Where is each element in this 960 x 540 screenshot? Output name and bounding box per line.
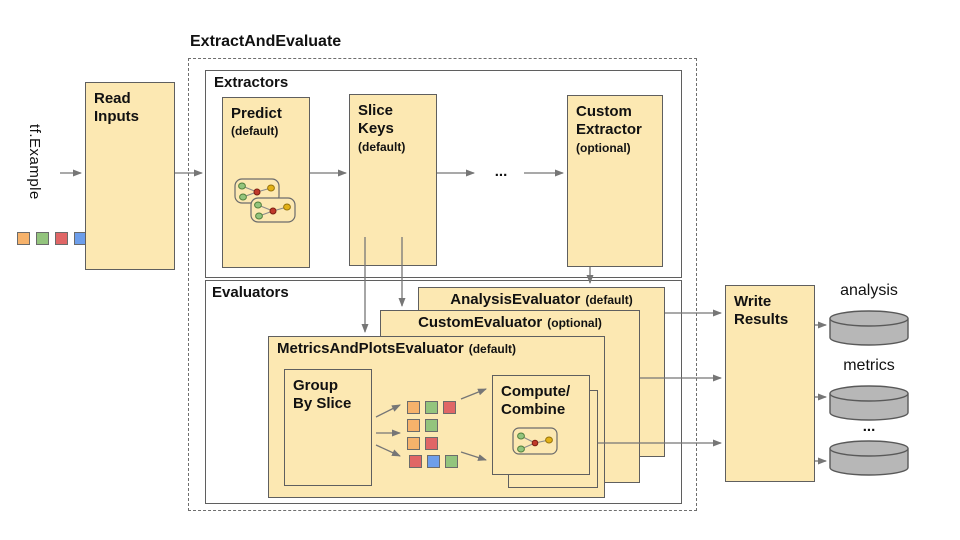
slice-squares-row-2 (407, 419, 438, 432)
compute-combine-box: Compute/ Combine (492, 375, 590, 475)
evaluators-label: Evaluators (212, 284, 289, 301)
predict-sub: (default) (231, 124, 279, 139)
output-label-metrics: metrics (843, 357, 895, 374)
slice-squares-row-4 (409, 455, 458, 468)
group-by-slice-title-line2: By Slice (293, 395, 352, 413)
group-by-slice-title-line1: Group (293, 377, 338, 394)
custom-evaluator-title: CustomEvaluator (418, 314, 543, 331)
group-by-slice-box: Group By Slice (284, 369, 372, 486)
slice-keys-title-line2: Keys (358, 120, 394, 138)
slice-squares-row-1 (407, 401, 456, 414)
more-database-cylinder-icon (829, 440, 909, 476)
read-inputs-box: Read Inputs (85, 82, 175, 270)
orange-square (407, 437, 420, 450)
read-inputs-title-line1: Read (94, 90, 131, 107)
write-results-title-line2: Results (734, 311, 789, 329)
orange-square (407, 401, 420, 414)
metrics-and-plots-evaluator-sub: (default) (468, 342, 517, 356)
red-square (409, 455, 422, 468)
write-results-title-line1: Write (734, 293, 772, 310)
slice-keys-extractor-box: Slice Keys (default) (349, 94, 437, 266)
red-square (55, 232, 68, 245)
compute-combine-title-line1: Compute/ (501, 383, 571, 400)
extractor-ellipsis-label: ... (494, 163, 508, 180)
extractors-label: Extractors (214, 74, 289, 91)
input-data-squares (17, 232, 87, 245)
custom-evaluator-sub: (optional) (547, 316, 602, 330)
custom-extractor-box: Custom Extractor (optional) (567, 95, 663, 267)
write-results-box: Write Results (725, 285, 815, 482)
red-square (443, 401, 456, 414)
custom-extractor-title-line1: Custom (576, 103, 632, 120)
extract-and-evaluate-container (188, 58, 697, 511)
custom-extractor-title-line2: Extractor (576, 121, 642, 139)
slice-keys-sub: (default) (358, 139, 406, 154)
tf-example-label: tf.Example (26, 124, 43, 200)
slice-keys-title-line1: Slice (358, 102, 394, 119)
green-square (36, 232, 49, 245)
green-square (445, 455, 458, 468)
custom-extractor-sub: (optional) (576, 140, 631, 155)
blue-square (427, 455, 440, 468)
metrics-and-plots-evaluator-title: MetricsAndPlotsEvaluator (277, 340, 464, 357)
analysis-database-cylinder-icon (829, 310, 909, 346)
green-square (425, 419, 438, 432)
green-square (425, 401, 438, 414)
analysis-evaluator-title: AnalysisEvaluator (450, 291, 581, 308)
orange-square (17, 232, 30, 245)
output-label-more: ... (862, 418, 876, 435)
output-label-analysis: analysis (840, 282, 898, 299)
orange-square (407, 419, 420, 432)
red-square (425, 437, 438, 450)
compute-combine-title-line2: Combine (501, 401, 566, 419)
diagram-title: ExtractAndEvaluate (190, 33, 342, 50)
metrics-database-cylinder-icon (829, 385, 909, 421)
analysis-evaluator-sub: (default) (585, 293, 633, 307)
predict-title: Predict (231, 105, 282, 122)
slice-squares-row-3 (407, 437, 438, 450)
read-inputs-title-line2: Inputs (94, 108, 139, 126)
predict-extractor-box: Predict (default) (222, 97, 310, 268)
